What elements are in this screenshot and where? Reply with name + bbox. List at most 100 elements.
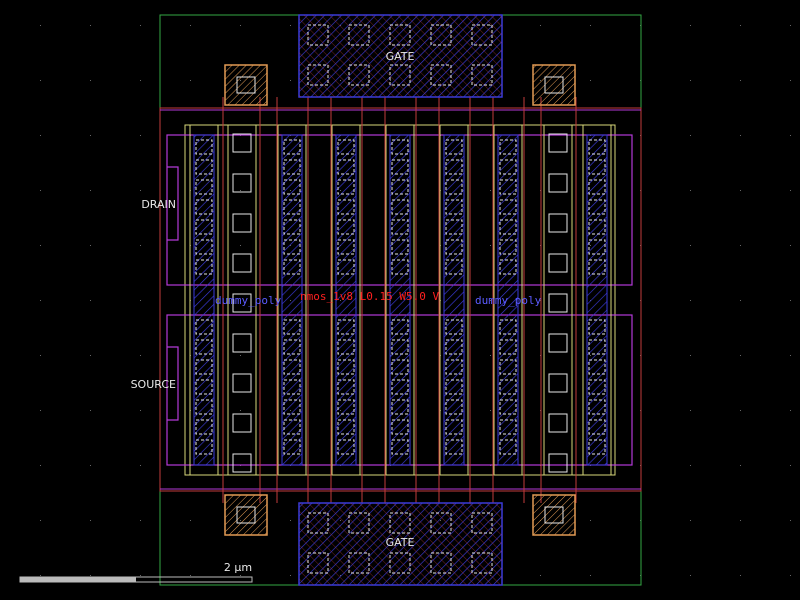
contact: [588, 359, 606, 375]
contact: [391, 379, 409, 395]
grid-dot: [90, 190, 91, 191]
gate-bottom-contacts: [307, 512, 493, 574]
annotation-dummy-poly-right: dummy_poly: [475, 294, 542, 307]
contact: [283, 259, 301, 275]
contact: [232, 173, 252, 193]
scale-bar-label: 2 µm: [224, 561, 252, 574]
contact: [195, 439, 213, 455]
contact: [548, 253, 568, 273]
contact: [283, 339, 301, 355]
contact: [391, 439, 409, 455]
contact: [283, 379, 301, 395]
gate-pad-bottom[interactable]: [298, 502, 503, 586]
contact: [445, 179, 463, 195]
grid-dot: [140, 410, 141, 411]
contact: [391, 199, 409, 215]
contact: [445, 159, 463, 175]
contact: [445, 259, 463, 275]
grid-dot: [690, 245, 691, 246]
gate-contact: [471, 64, 493, 86]
drain-label: DRAIN: [141, 198, 176, 211]
grid-dot: [740, 80, 741, 81]
contact: [232, 253, 252, 273]
contact: [588, 419, 606, 435]
contact: [195, 419, 213, 435]
contact: [195, 179, 213, 195]
gate-label-bottom: GATE: [386, 536, 415, 549]
contact: [283, 359, 301, 375]
grid-dot: [790, 245, 791, 246]
grid-dot: [40, 135, 41, 136]
contact: [588, 159, 606, 175]
contact: [499, 239, 517, 255]
contact: [195, 159, 213, 175]
contact: [337, 159, 355, 175]
annotation-device: nmos_1v8 L0.15 W5.0 V: [300, 290, 439, 303]
grid-dot: [740, 520, 741, 521]
grid-dot: [40, 25, 41, 26]
grid-dot: [90, 80, 91, 81]
contact: [283, 239, 301, 255]
contact: [391, 339, 409, 355]
grid-dot: [40, 300, 41, 301]
grid-dot: [140, 190, 141, 191]
grid-dot: [90, 300, 91, 301]
grid-dot: [240, 410, 241, 411]
contact: [283, 319, 301, 335]
gate-contact: [307, 24, 329, 46]
contact: [588, 259, 606, 275]
contact: [337, 319, 355, 335]
contact: [391, 219, 409, 235]
grid-dot: [790, 25, 791, 26]
contact: [588, 339, 606, 355]
grid-dot: [240, 190, 241, 191]
grid-dot: [140, 135, 141, 136]
annotation-dummy-poly-left: dummy_poly: [215, 294, 282, 307]
grid-dot: [90, 355, 91, 356]
grid-dot: [740, 575, 741, 576]
contact: [195, 379, 213, 395]
contact: [548, 213, 568, 233]
contact: [391, 399, 409, 415]
grid-dot: [790, 300, 791, 301]
gate-label-top: GATE: [386, 50, 415, 63]
contact: [499, 219, 517, 235]
grid-dot: [40, 80, 41, 81]
gate-pad-top[interactable]: [298, 14, 503, 98]
contact: [195, 139, 213, 155]
contact: [195, 399, 213, 415]
contact: [283, 219, 301, 235]
contact: [391, 239, 409, 255]
contact: [548, 293, 568, 313]
grid-dot: [690, 575, 691, 576]
contact: [337, 219, 355, 235]
grid-dot: [140, 520, 141, 521]
poly-region-outline: [159, 107, 642, 492]
grid-dot: [40, 245, 41, 246]
grid-dot: [190, 25, 191, 26]
guard-pad-bottom-left: [224, 494, 268, 536]
contact: [588, 379, 606, 395]
metal-strips: [189, 124, 612, 476]
contact: [337, 239, 355, 255]
contact: [232, 293, 252, 313]
grid-dot: [690, 520, 691, 521]
contact: [337, 139, 355, 155]
grid-dot: [690, 465, 691, 466]
grid-dot: [290, 575, 291, 576]
contact: [337, 359, 355, 375]
gate-contact: [348, 552, 370, 574]
contact: [499, 359, 517, 375]
metal-strip: [385, 124, 415, 476]
contact: [337, 259, 355, 275]
contact: [195, 199, 213, 215]
grid-dot: [40, 520, 41, 521]
source-pin-marker: [167, 346, 179, 421]
grid-dot: [90, 25, 91, 26]
grid-dot: [590, 575, 591, 576]
grid-dot: [190, 80, 191, 81]
grid-dot: [590, 25, 591, 26]
contact: [499, 399, 517, 415]
contact: [548, 133, 568, 153]
